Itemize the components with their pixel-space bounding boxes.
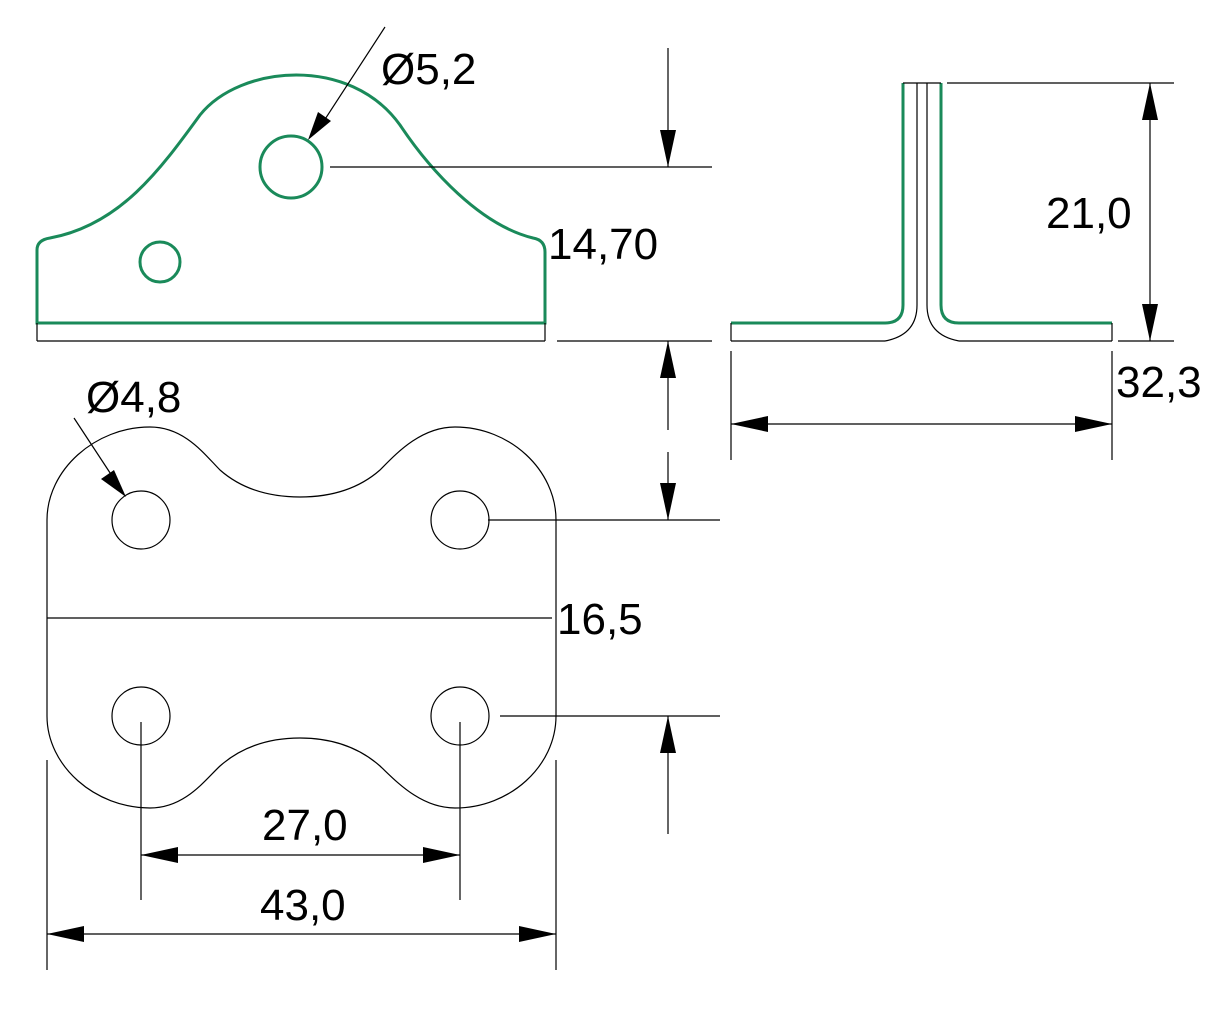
arrowhead-hole-rows-bottom	[660, 716, 676, 753]
leader-hole-plan-arrowhead	[101, 470, 126, 497]
arrowhead-overall-width-left	[47, 926, 84, 942]
dim-front-height: 21,0	[1046, 189, 1132, 238]
side-view-outline	[35, 73, 547, 325]
dim-overall-width: 43,0	[260, 881, 346, 930]
plan-view: Ø4,8 16,5 27,0 43,0	[46, 373, 720, 970]
dim-hole-row-spacing: 16,5	[557, 595, 643, 644]
side-view: Ø5,2 14,70	[35, 26, 712, 430]
plan-hole-top-right	[430, 490, 490, 550]
side-view-hole-large	[258, 134, 324, 200]
arrowhead-hole-rows-top	[660, 483, 676, 520]
front-view: 21,0 32,3	[730, 82, 1202, 460]
front-view-outline	[731, 83, 1112, 325]
dim-hole-top-dia: Ø5,2	[381, 45, 476, 94]
arrowhead-hole-spacing-right	[423, 847, 460, 863]
arrowhead-front-width-right	[1075, 416, 1112, 432]
front-view-bend	[884, 304, 960, 342]
plan-hole-top-left	[111, 490, 171, 550]
arrowhead-hole-spacing-left	[141, 847, 178, 863]
dim-front-width: 32,3	[1116, 358, 1202, 407]
arrowhead-side-height-bottom	[660, 341, 676, 378]
arrowhead-side-height-top	[660, 130, 676, 167]
arrowhead-front-height-bottom	[1142, 304, 1158, 341]
arrowhead-front-width-left	[731, 416, 768, 432]
arrowhead-overall-width-right	[519, 926, 556, 942]
leader-hole-top	[317, 26, 386, 131]
arrowhead-front-height-top	[1142, 83, 1158, 120]
dim-hole-spacing: 27,0	[262, 801, 348, 850]
side-view-hole-small	[138, 240, 182, 284]
dim-side-height: 14,70	[548, 220, 658, 269]
leader-hole-top-arrowhead	[308, 112, 331, 140]
plan-view-outline	[46, 426, 557, 809]
dim-hole-plan-dia: Ø4,8	[86, 373, 181, 422]
